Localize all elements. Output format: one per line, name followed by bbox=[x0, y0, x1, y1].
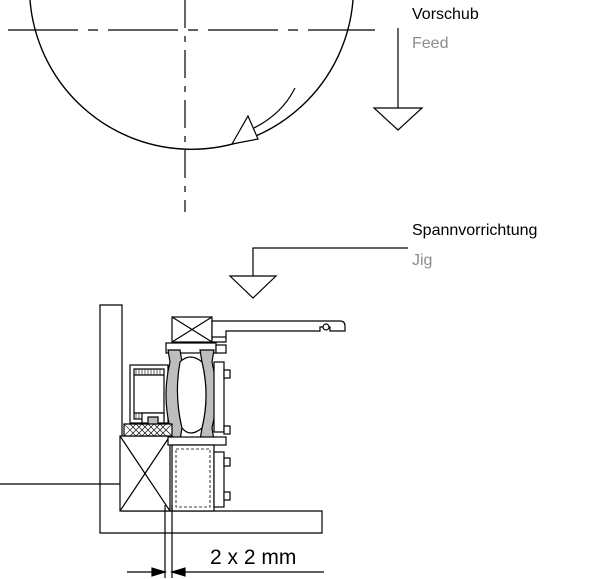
jig-arrow-head-icon bbox=[228, 275, 278, 299]
feed-arrow bbox=[372, 28, 424, 131]
aluminium-profile bbox=[123, 320, 346, 512]
dimension-arrow-left-icon bbox=[151, 567, 168, 577]
feed-arrow-head-icon bbox=[372, 107, 424, 131]
dimension-arrow-right-icon bbox=[169, 567, 186, 577]
dimension-label: 2 x 2 mm bbox=[210, 546, 296, 569]
lower-support-block bbox=[0, 435, 171, 512]
saw-blade-outline bbox=[29, 0, 354, 150]
rotation-arrow-head-icon bbox=[230, 114, 259, 145]
jig-label-de: Spannvorrichtung bbox=[412, 222, 537, 239]
saw-blade bbox=[8, 0, 375, 212]
gasket bbox=[123, 412, 173, 437]
upper-clamp-block bbox=[171, 316, 213, 343]
gap-dimension bbox=[127, 505, 324, 578]
feed-label-de: Vorschub bbox=[412, 6, 479, 23]
feed-label-en: Feed bbox=[412, 35, 448, 52]
jig-arrow bbox=[228, 247, 408, 299]
jig-label-en: Jig bbox=[412, 252, 432, 269]
base-fixture bbox=[99, 304, 323, 534]
